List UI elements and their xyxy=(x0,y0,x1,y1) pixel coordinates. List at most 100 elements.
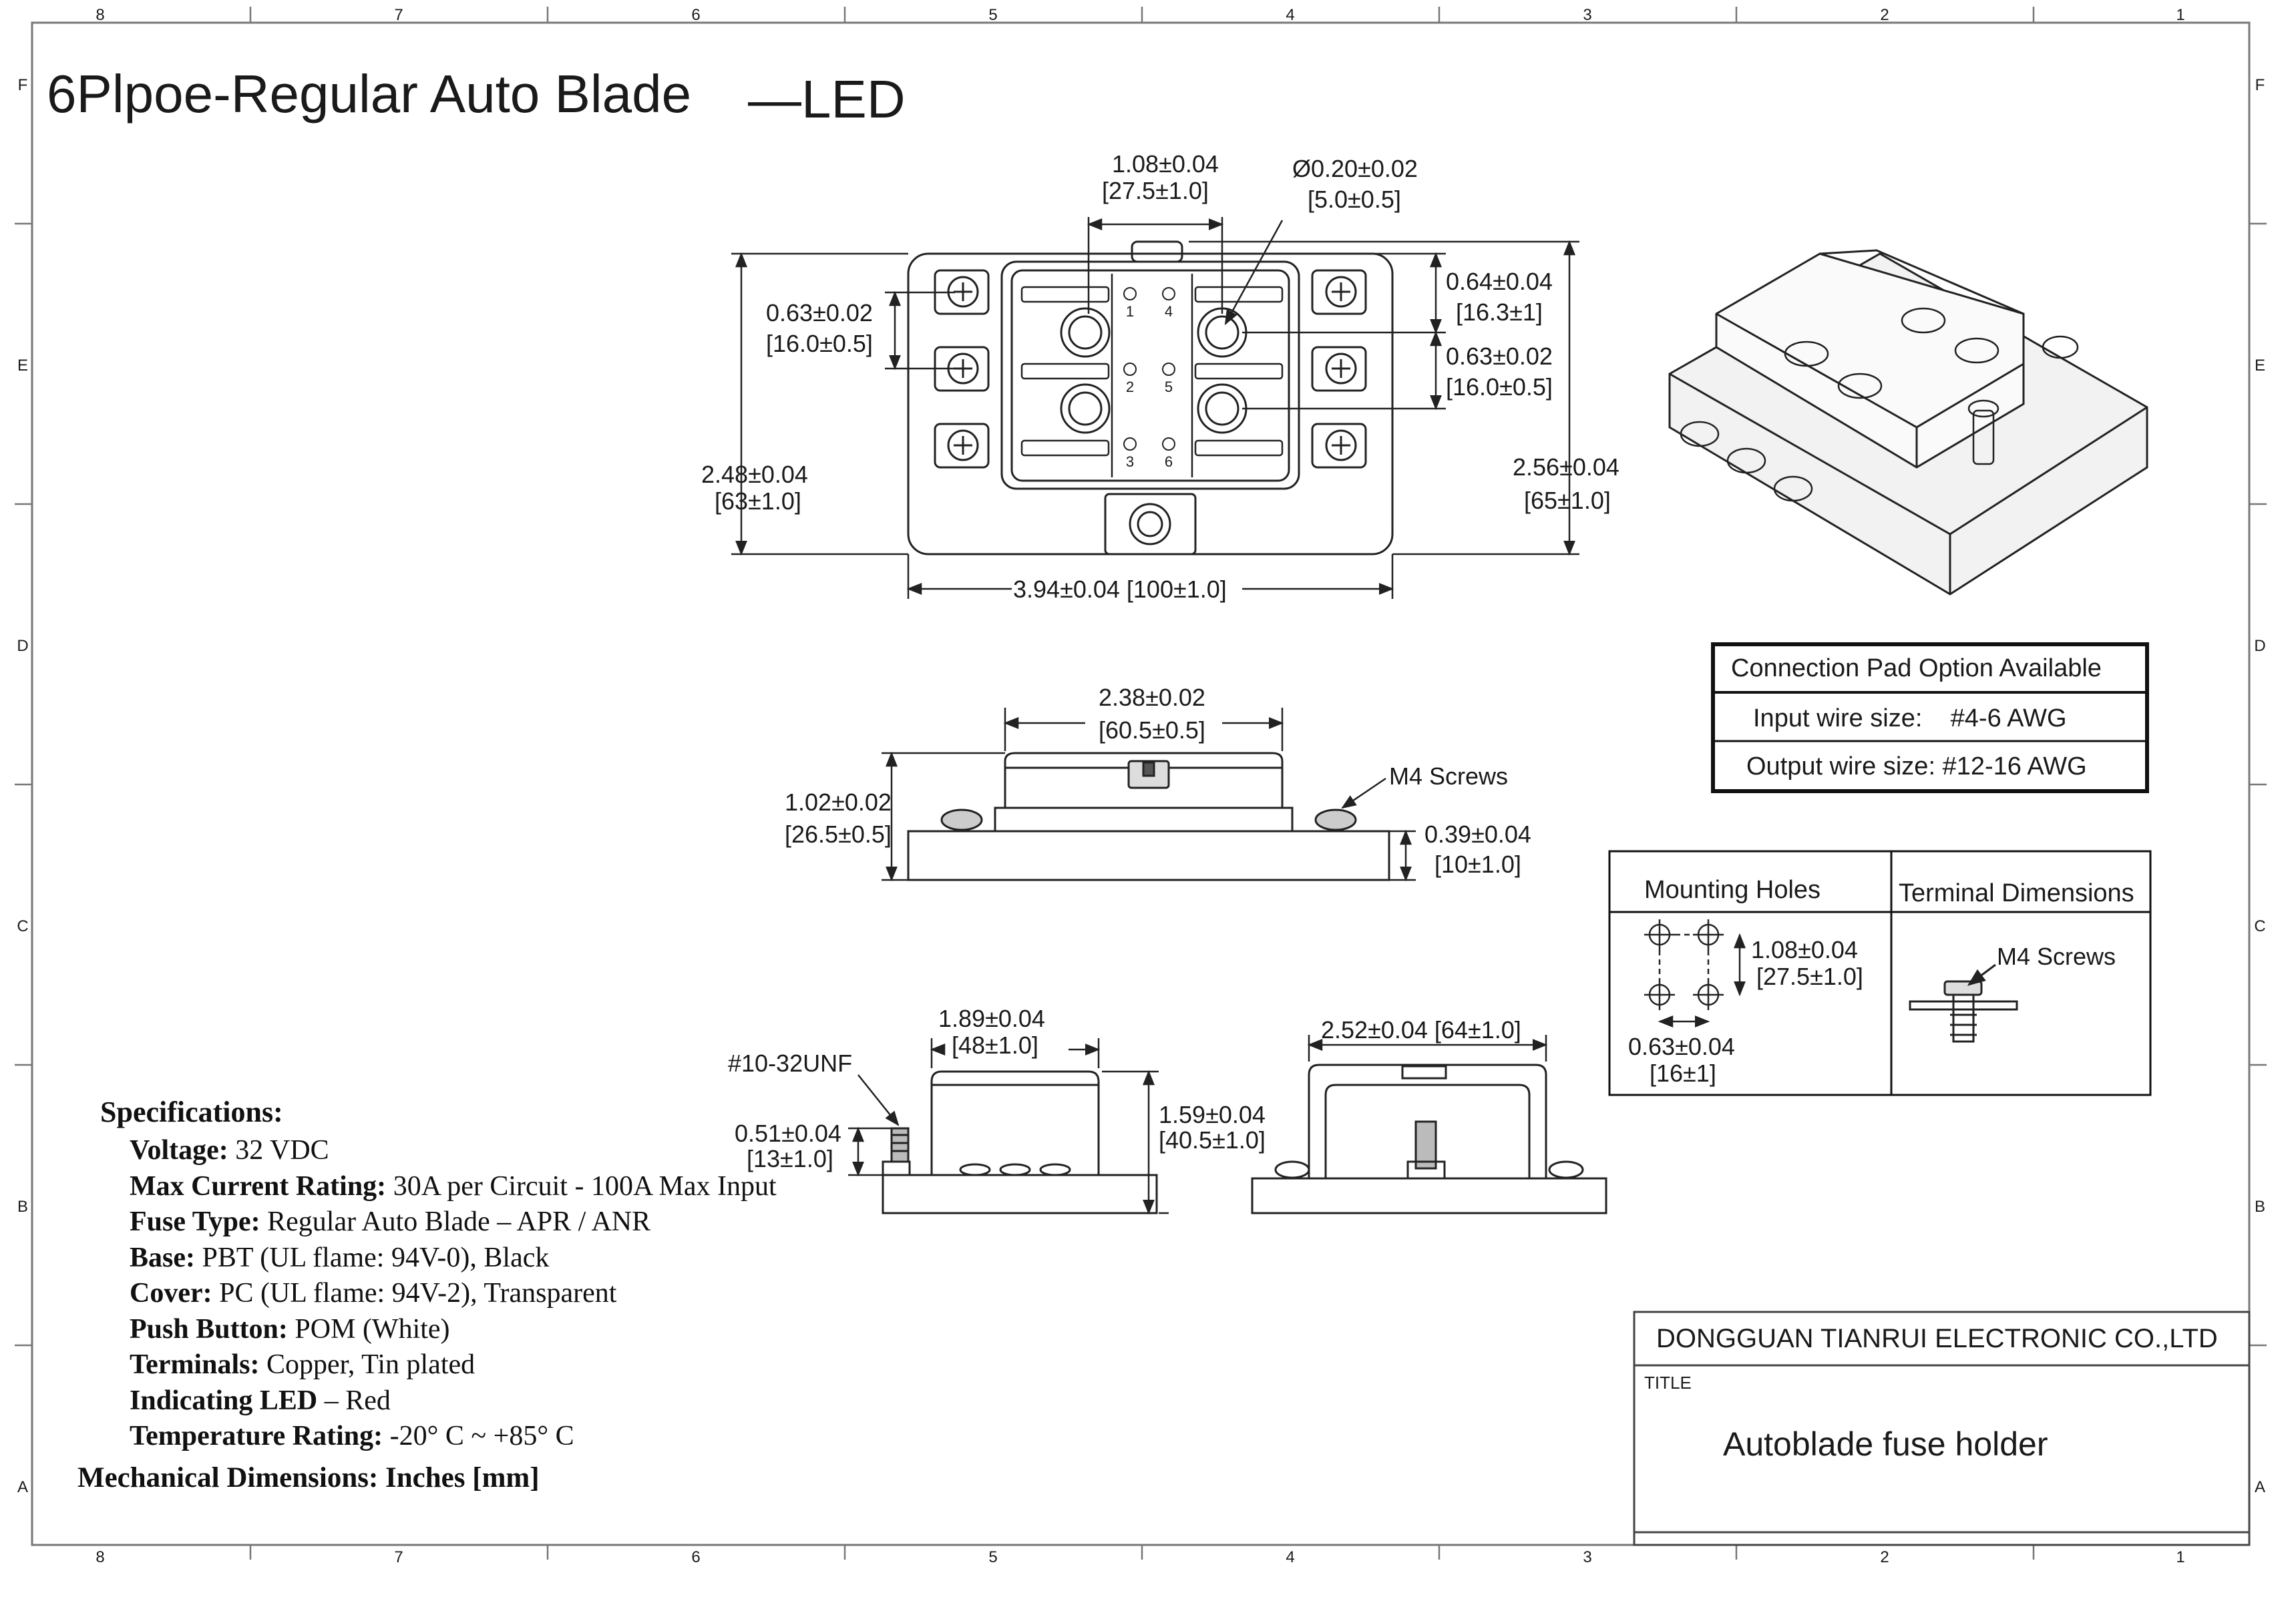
mounting-dim-v: 1.08±0.04 xyxy=(1751,936,1858,963)
company-name: DONGGUAN TIANRUI ELECTRONIC CO.,LTD xyxy=(1656,1324,2218,1353)
dim-right-pitch-mm: [16.0±0.5] xyxy=(1446,373,1553,401)
col-label: 2 xyxy=(1880,6,1889,24)
test-points xyxy=(1123,287,1175,451)
screw-head xyxy=(1325,429,1357,461)
slot-number: 2 xyxy=(1126,379,1134,395)
front-dim-base-mm: [10±1.0] xyxy=(1434,851,1521,878)
row-label: C xyxy=(17,917,28,935)
dim-left-pitch-mm: [16.0±0.5] xyxy=(766,330,873,357)
drawing-title: 6Plpoe-Regular Auto Blade xyxy=(47,64,691,124)
col-label: 3 xyxy=(1583,6,1591,24)
spec-push-button: Push Button: POM (White) xyxy=(130,1313,450,1345)
connection-pad-table xyxy=(1711,642,2149,793)
spec-fuse-type: Fuse Type: Regular Auto Blade – APR / AN… xyxy=(130,1206,651,1237)
dim-height-right-mm: [65±1.0] xyxy=(1524,487,1611,514)
row-label: F xyxy=(2255,76,2265,94)
slot-number: 3 xyxy=(1126,453,1134,470)
spec-voltage: Voltage: 32 VDC xyxy=(130,1135,329,1166)
mechanical-dimensions-note: Mechanical Dimensions: Inches [mm] xyxy=(77,1461,540,1494)
mounting-dim-h-mm: [16±1] xyxy=(1650,1060,1716,1087)
side-dim-stud: 0.51±0.04 xyxy=(735,1120,841,1147)
row-label: A xyxy=(17,1478,28,1496)
col-label: 5 xyxy=(988,1548,997,1566)
side-base xyxy=(882,1174,1158,1214)
iso-terminals xyxy=(1680,335,2079,502)
spec-max-current: Max Current Rating: 30A per Circuit - 10… xyxy=(130,1170,777,1202)
end-cover xyxy=(1308,1064,1547,1178)
dim-overall-width: 3.94±0.04 [100±1.0] xyxy=(1013,576,1227,603)
slot-number: 1 xyxy=(1126,303,1134,320)
spec-terminals: Terminals: Copper, Tin plated xyxy=(130,1349,475,1380)
fuse-slots xyxy=(1020,274,1284,477)
top-view-labels: 1.08±0.04 [27.5±1.0] Ø0.20±0.02 [5.0±0.5… xyxy=(701,150,1619,603)
terminal-screw-label: M4 Screws xyxy=(1997,943,2116,970)
end-base xyxy=(1251,1177,1607,1214)
col-label: 8 xyxy=(95,6,104,24)
column-labels-bottom: 8 7 6 5 4 3 2 1 xyxy=(95,1548,2184,1566)
specifications-block: Specifications: Voltage: 32 VDC Max Curr… xyxy=(75,1095,910,1494)
spec-temperature: Temperature Rating: -20° C ~ +85° C xyxy=(130,1421,574,1451)
dim-hole-mm: [5.0±0.5] xyxy=(1308,186,1401,213)
row-label: B xyxy=(17,1198,28,1216)
col-label: 5 xyxy=(988,6,997,24)
front-dim-height: 1.02±0.02 xyxy=(785,788,892,816)
side-dim-height-mm: [40.5±1.0] xyxy=(1159,1126,1266,1154)
connection-table-heading: Connection Pad Option Available xyxy=(1731,654,2102,682)
title-value: Autoblade fuse holder xyxy=(1723,1425,2048,1463)
front-dim-width: 2.38±0.02 xyxy=(1099,684,1205,711)
col-label: 1 xyxy=(2176,6,2184,24)
screw-head xyxy=(947,429,979,461)
front-dim-base: 0.39±0.04 xyxy=(1424,821,1531,848)
base-outline xyxy=(907,252,1394,555)
row-label: D xyxy=(17,637,28,655)
input-stud-pad xyxy=(1104,493,1197,555)
border-ticks xyxy=(15,7,2267,1560)
side-dim-width-mm: [48±1.0] xyxy=(952,1032,1038,1059)
end-view xyxy=(1251,1064,1607,1214)
front-base xyxy=(907,830,1390,881)
front-dim-height-mm: [26.5±0.5] xyxy=(785,821,892,848)
col-label: 6 xyxy=(691,1548,700,1566)
col-label: 7 xyxy=(394,1548,403,1566)
specs-heading: Specifications: xyxy=(100,1096,283,1128)
row-label: E xyxy=(2255,357,2265,375)
screw-head xyxy=(1325,353,1357,385)
title-block xyxy=(1633,1311,2251,1546)
dim-center-spacing-mm: [27.5±1.0] xyxy=(1102,177,1209,204)
col-label: 4 xyxy=(1286,1548,1294,1566)
dim-height-right: 2.56±0.04 xyxy=(1513,453,1619,481)
front-screw-label: M4 Screws xyxy=(1389,762,1508,790)
row-labels-left: F E D C B A xyxy=(17,76,28,1496)
terminal-dimensions-heading: Terminal Dimensions xyxy=(1899,879,2134,907)
spec-indicating-led: Indicating LED – Red xyxy=(130,1385,391,1416)
title-label: TITLE xyxy=(1644,1373,1692,1393)
column-labels-top: 8 7 6 5 4 3 2 1 xyxy=(95,6,2184,24)
row-label: F xyxy=(18,76,28,94)
col-label: 7 xyxy=(394,6,403,24)
led-holes xyxy=(1060,307,1248,434)
dim-right-pitch: 0.63±0.02 xyxy=(1446,342,1553,370)
side-view xyxy=(882,1070,1158,1214)
slot-number: 6 xyxy=(1165,453,1173,470)
front-view-dimensions xyxy=(882,708,1416,882)
terminal-screw-diagram xyxy=(1909,963,2018,1043)
spec-cover: Cover: PC (UL flame: 94V-2), Transparent xyxy=(130,1278,617,1309)
slot-number: 5 xyxy=(1165,379,1173,395)
front-cover xyxy=(1004,752,1284,808)
row-labels-right: F E D C B A xyxy=(2254,76,2265,1496)
col-label: 2 xyxy=(1880,1548,1889,1566)
slot-number: 4 xyxy=(1165,303,1173,320)
row-label: A xyxy=(2255,1478,2265,1496)
dim-right-top-mm: [16.3±1] xyxy=(1456,298,1543,326)
dim-left-pitch: 0.63±0.02 xyxy=(766,299,873,326)
front-view xyxy=(907,752,1390,881)
end-view-dimensions xyxy=(1307,1035,1548,1062)
side-view-dimensions xyxy=(848,1038,1169,1215)
col-label: 3 xyxy=(1583,1548,1591,1566)
isometric-view xyxy=(1668,249,2148,596)
side-cover xyxy=(930,1070,1100,1175)
mounting-dim-h: 0.63±0.04 xyxy=(1628,1033,1735,1060)
dim-height-left: 2.48±0.04 xyxy=(701,461,808,488)
top-view-dimensions xyxy=(731,217,1579,599)
